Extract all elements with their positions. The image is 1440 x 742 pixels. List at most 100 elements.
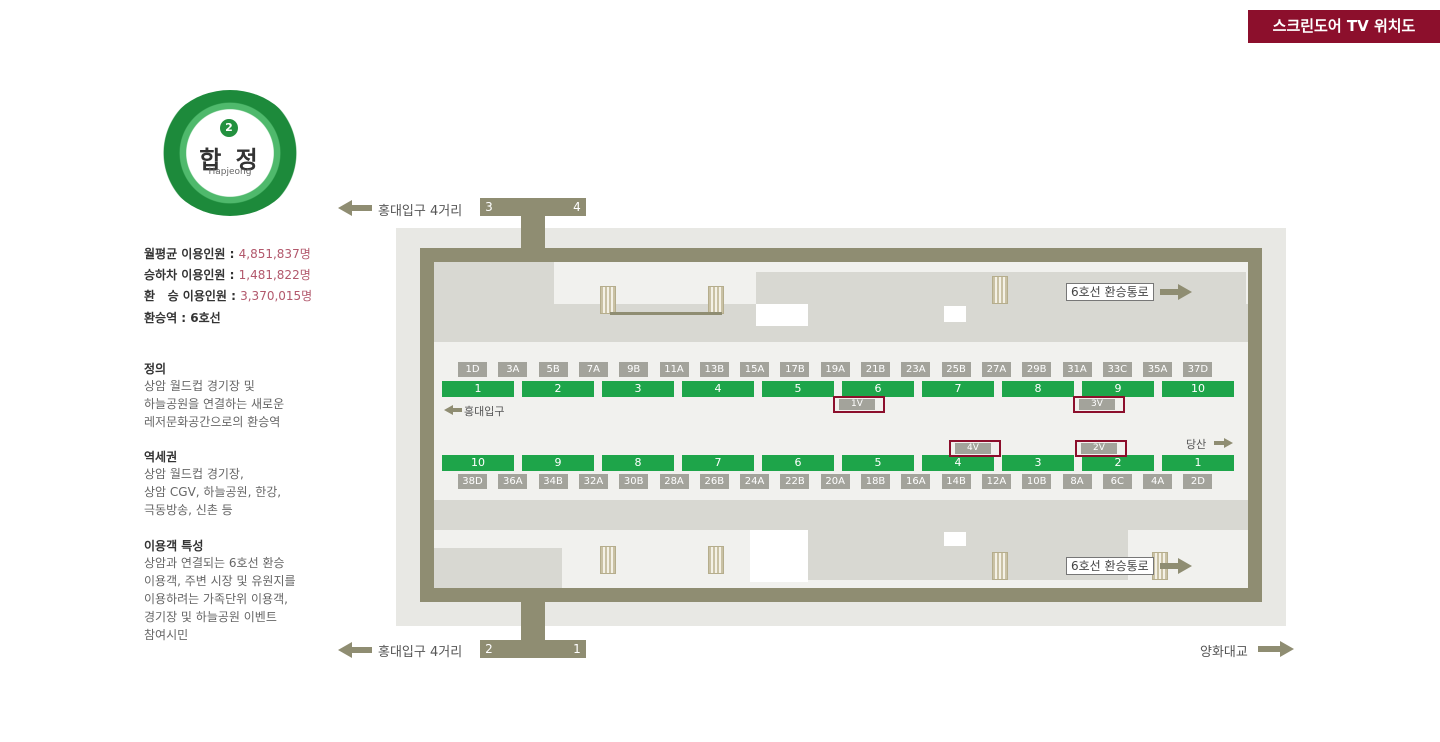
tv-marker-10B: 10B [1022, 474, 1052, 489]
exit-3: 3 [480, 198, 498, 216]
screen-door-bottom-9: 9 [522, 455, 594, 471]
arrow-left-icon [444, 405, 453, 415]
tv-marker-37D: 37D [1183, 362, 1213, 377]
tv-marker-19A: 19A [820, 362, 850, 377]
stairs-icon [600, 286, 616, 314]
tv-marker-5B: 5B [538, 362, 568, 377]
tv-marker-11A: 11A [659, 362, 689, 377]
arrow-shaft [1258, 646, 1280, 652]
exit-connector-top [498, 198, 568, 216]
screen-tv-label: 2V [1081, 443, 1117, 454]
tv-marker-15A: 15A [740, 362, 770, 377]
screen-door-bottom-3: 3 [1002, 455, 1074, 471]
direction-dangsan-label: 당산 [1186, 438, 1207, 451]
screen-door-top-6: 6 [842, 381, 914, 397]
screen-door-bottom-1: 1 [1162, 455, 1234, 471]
screen-tv-label: 4V [955, 443, 991, 454]
tv-marker-16A: 16A [901, 474, 931, 489]
tv-marker-7A: 7A [578, 362, 608, 377]
arrow-right-icon [1224, 438, 1233, 448]
arrow-right-icon [1178, 558, 1192, 574]
screen-tv-1V: 1V [833, 396, 885, 413]
tv-marker-3A: 3A [498, 362, 528, 377]
arrow-shaft [1214, 441, 1224, 445]
section-user-characteristics-title: 이용객 특성 [144, 539, 204, 553]
tv-marker-14B: 14B [941, 474, 971, 489]
screen-door-bottom-10: 10 [442, 455, 514, 471]
screen-door-bottom-4: 4 [922, 455, 994, 471]
stat-transfer-users: 환 승 이용인원 : 3,370,015명 [144, 289, 313, 303]
station-name-korean: 합 정 [199, 146, 261, 174]
screen-door-top-2: 2 [522, 381, 594, 397]
arrow-right-icon [1178, 284, 1192, 300]
map-block [434, 548, 562, 588]
arrow-shaft [350, 647, 372, 653]
stat-boarding-users: 승하차 이용인원 : 1,481,822명 [144, 268, 311, 282]
station-name-english: Hapjeong [208, 167, 252, 177]
arrow-right-icon [1280, 641, 1294, 657]
tv-marker-35A: 35A [1143, 362, 1173, 377]
tv-marker-30B: 30B [619, 474, 649, 489]
screen-door-bottom-2: 2 [1082, 455, 1154, 471]
tv-marker-31A: 31A [1062, 362, 1092, 377]
exit-connector-bottom [498, 640, 568, 658]
screen-door-top-8: 8 [1002, 381, 1074, 397]
screen-tv-label: 1V [839, 399, 875, 410]
tv-marker-17B: 17B [780, 362, 810, 377]
map-block-light [756, 304, 808, 326]
exit-stem-top [521, 216, 545, 252]
top-exit-direction-label: 홍대입구 4거리 [378, 204, 463, 219]
stairs-icon [708, 546, 724, 574]
tv-marker-27A: 27A [981, 362, 1011, 377]
tv-marker-2D: 2D [1183, 474, 1213, 489]
screen-door-top-10: 10 [1162, 381, 1234, 397]
tv-marker-21B: 21B [861, 362, 890, 377]
map-block [434, 304, 1248, 342]
bottom-exit-direction-label: 홍대입구 4거리 [378, 645, 463, 660]
tv-marker-26B: 26B [699, 474, 729, 489]
screen-door-top-4: 4 [682, 381, 754, 397]
tv-marker-34B: 34B [538, 474, 568, 489]
screen-tv-3V: 3V [1073, 396, 1125, 413]
stairs-icon [600, 546, 616, 574]
tv-marker-28A: 28A [659, 474, 689, 489]
tv-marker-4A: 4A [1143, 474, 1173, 489]
exit-2: 2 [480, 640, 498, 658]
arrow-shaft [1160, 289, 1178, 295]
tv-marker-23A: 23A [901, 362, 931, 377]
yanghwa-bridge-label: 양화대교 [1200, 645, 1248, 660]
map-block-light [750, 530, 808, 582]
transfer-passage-tag-top: 6호선 환승통로 [1066, 283, 1154, 301]
screen-door-bottom-6: 6 [762, 455, 834, 471]
arrow-shaft [1160, 563, 1178, 569]
tv-marker-29B: 29B [1022, 362, 1052, 377]
tv-marker-18B: 18B [861, 474, 890, 489]
exit-stem-bottom [521, 596, 545, 640]
stat-monthly-users: 월평균 이용인원 : 4,851,837명 [144, 247, 311, 261]
tv-marker-1D: 1D [458, 362, 487, 377]
section-definition-title: 정의 [144, 362, 167, 376]
map-block-light [944, 532, 966, 546]
section-area-body: 상암 월드컵 경기장,상암 CGV, 하늘공원, 한강,극동방송, 신촌 등 [144, 467, 282, 517]
transfer-passage-tag-bottom: 6호선 환승통로 [1066, 557, 1154, 575]
tv-marker-9B: 9B [619, 362, 649, 377]
section-area-title: 역세권 [144, 450, 178, 464]
screen-door-bottom-7: 7 [682, 455, 754, 471]
exit-1: 1 [568, 640, 586, 658]
screen-door-top-9: 9 [1082, 381, 1154, 397]
arrow-left-icon [338, 200, 352, 216]
tv-marker-13B: 13B [699, 362, 729, 377]
screen-door-top-5: 5 [762, 381, 834, 397]
tv-marker-20A: 20A [820, 474, 850, 489]
stairs-icon [708, 286, 724, 314]
tv-marker-36A: 36A [498, 474, 528, 489]
arrow-shaft [452, 408, 462, 412]
screen-tv-label: 3V [1079, 399, 1115, 410]
screen-tv-2V: 2V [1075, 440, 1127, 457]
station-logo-ring [160, 90, 300, 216]
stairs-icon [992, 276, 1008, 304]
arrow-left-icon [338, 642, 352, 658]
map-block [434, 262, 554, 304]
